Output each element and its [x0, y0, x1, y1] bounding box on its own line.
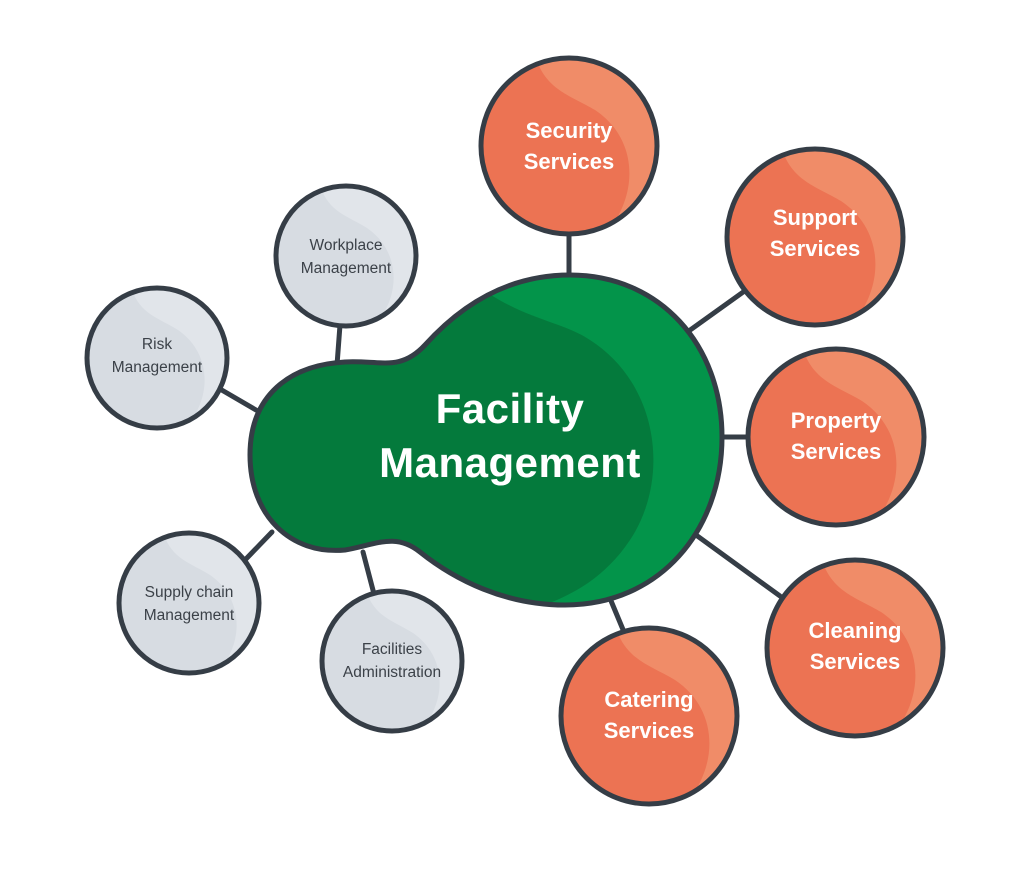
- label-line2: Management: [111, 359, 203, 376]
- connector-lines: [217, 229, 783, 635]
- gray-node-workplace: [273, 183, 419, 329]
- label-line2: Administration: [342, 664, 442, 681]
- connector-workplace: [334, 322, 343, 368]
- gray-node-facilities-admin: [319, 588, 465, 734]
- label-line1: Support: [772, 205, 858, 230]
- orange-node-support: [724, 146, 906, 328]
- label-line2: Management: [143, 607, 235, 624]
- label-line1: Workplace: [309, 237, 383, 254]
- label-line1: Facilities: [361, 641, 423, 658]
- label-line2: Services: [603, 718, 695, 743]
- orange-node-property: [745, 346, 927, 528]
- central-node-label: Facility Management: [379, 382, 641, 490]
- cleaning-services-label: Cleaning Services: [809, 615, 902, 677]
- connector-catering: [606, 593, 627, 635]
- gray-node-risk: [84, 285, 230, 431]
- facilities-administration-label: Facilities Administration: [343, 638, 441, 684]
- label-line1: Cleaning: [808, 618, 902, 643]
- catering-services-label: Catering Services: [604, 684, 695, 746]
- label-line2: Management: [300, 260, 392, 277]
- label-line1: Supply chain: [144, 584, 234, 601]
- orange-node-security: [478, 55, 660, 237]
- connector-support: [683, 287, 749, 336]
- orange-node-catering: [558, 625, 740, 807]
- label-line2: Services: [809, 649, 901, 674]
- property-services-label: Property Services: [791, 405, 882, 467]
- risk-management-label: Risk Management: [112, 333, 202, 379]
- workplace-management-label: Workplace Management: [301, 234, 391, 280]
- security-services-label: Security Services: [524, 115, 615, 177]
- label-line1: Security: [525, 118, 613, 143]
- connector-supply-chain: [242, 529, 275, 563]
- label-line2: Services: [790, 439, 882, 464]
- label-line2: Services: [769, 236, 861, 261]
- orange-node-cleaning: [764, 557, 946, 739]
- label-line1: Risk: [141, 336, 173, 353]
- supply-chain-management-label: Supply chain Management: [144, 581, 234, 627]
- central-node: [247, 272, 725, 608]
- central-label-line1: Facility: [435, 385, 585, 432]
- label-line1: Property: [790, 408, 882, 433]
- connector-cleaning: [693, 532, 783, 599]
- connector-risk: [217, 386, 259, 413]
- support-services-label: Support Services: [770, 202, 861, 264]
- central-label-line2: Management: [379, 439, 641, 486]
- label-line1: Catering: [604, 687, 694, 712]
- connector-facilities-admin: [360, 549, 377, 597]
- label-line2: Services: [523, 149, 615, 174]
- gray-node-supply-chain: [116, 530, 262, 676]
